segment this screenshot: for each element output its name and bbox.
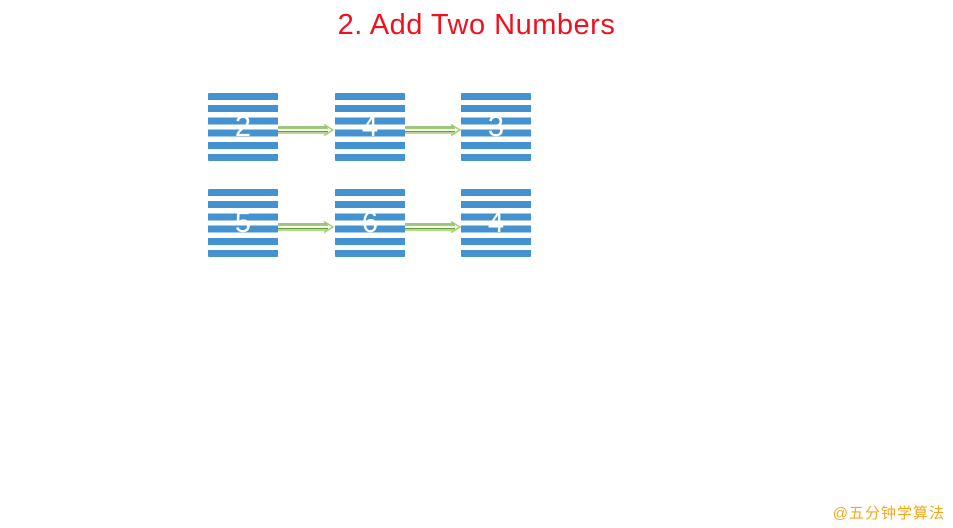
node-stripes-graphic (208, 93, 278, 161)
next-pointer-arrow-icon (277, 122, 335, 138)
list2-node-2: 6 (335, 189, 405, 257)
page-title: 2. Add Two Numbers (337, 9, 616, 41)
node-value: 4 (361, 110, 379, 143)
node-value: 2 (234, 110, 252, 143)
next-pointer-arrow-icon (404, 219, 462, 235)
node-stripes-graphic (335, 189, 405, 257)
node-value: 4 (487, 206, 505, 239)
node-stripes-graphic (335, 93, 405, 161)
list2-node-1: 5 (208, 189, 278, 257)
node-stripes-graphic (461, 93, 531, 161)
list1-node-1: 2 (208, 93, 278, 161)
node-value: 5 (234, 206, 252, 239)
node-stripes-graphic (208, 189, 278, 257)
list1-node-3: 3 (461, 93, 531, 161)
list2-node-3: 4 (461, 189, 531, 257)
list1-node-2: 4 (335, 93, 405, 161)
next-pointer-arrow-icon (404, 122, 462, 138)
next-pointer-arrow-icon (277, 219, 335, 235)
node-value: 6 (361, 206, 379, 239)
node-stripes-graphic (461, 189, 531, 257)
node-value: 3 (487, 110, 505, 143)
watermark: @五分钟学算法 (832, 505, 945, 522)
